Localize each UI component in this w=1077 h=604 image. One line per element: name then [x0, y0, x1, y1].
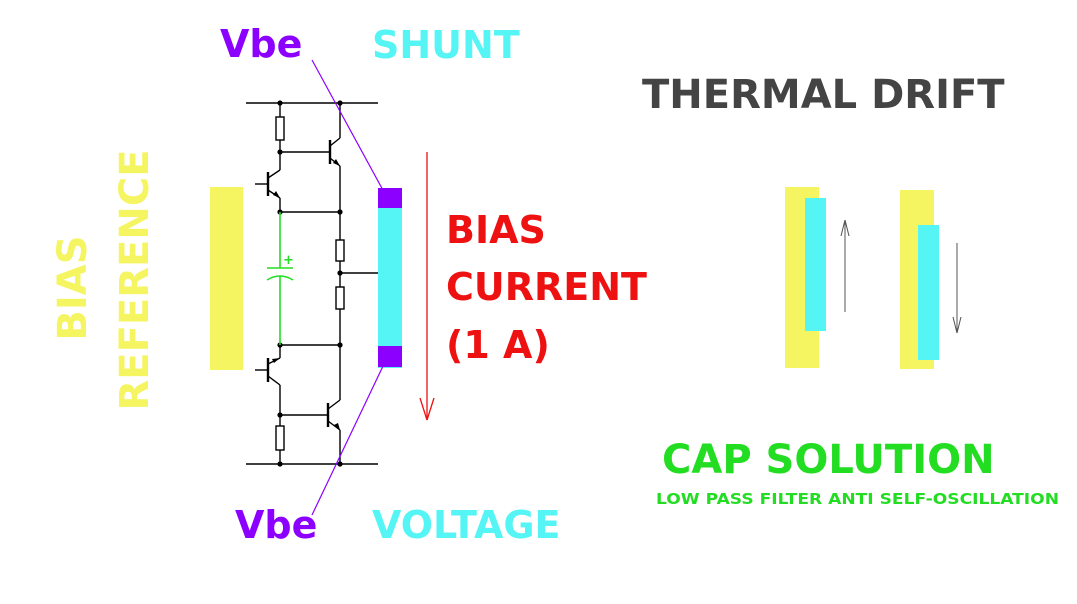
shunt-bottom-terminal [378, 346, 402, 367]
resistors [275, 116, 345, 451]
vbe-top-label: Vbe [220, 22, 302, 66]
capacitor [266, 212, 294, 345]
cap-solution-subtitle: LOW PASS FILTER ANTI SELF-OSCILLATION [656, 490, 1059, 508]
shunt-label: SHUNT [372, 23, 520, 67]
bias-current-label-line3: (1 A) [446, 323, 550, 367]
bias-current-label-line2: CURRENT [446, 265, 647, 309]
bias-current-label-line1: BIAS [446, 208, 546, 252]
shunt-bar [378, 188, 402, 368]
bias-reference-bar [210, 187, 243, 370]
junction-dots [277, 100, 343, 467]
thermal-drift-illustration [785, 187, 962, 369]
transistor-emitter-arrows [272, 159, 340, 430]
bias-current-arrow [419, 152, 435, 421]
vbe-top-leader [311, 59, 385, 193]
bias-reference-label-line1: BIAS [50, 235, 96, 340]
vbe-bottom-label: Vbe [235, 503, 317, 547]
circuit-wiring [246, 102, 378, 465]
capacitor-plus-sign: + [283, 253, 294, 268]
shunt-top-terminal [378, 188, 402, 208]
voltage-label: VOLTAGE [372, 503, 561, 547]
cap-solution-title: CAP SOLUTION [662, 437, 995, 483]
thermal-drift-title: THERMAL DRIFT [642, 72, 1005, 118]
bias-reference-label-line2: REFERENCE [112, 149, 158, 410]
vbe-bottom-leader [311, 363, 385, 516]
